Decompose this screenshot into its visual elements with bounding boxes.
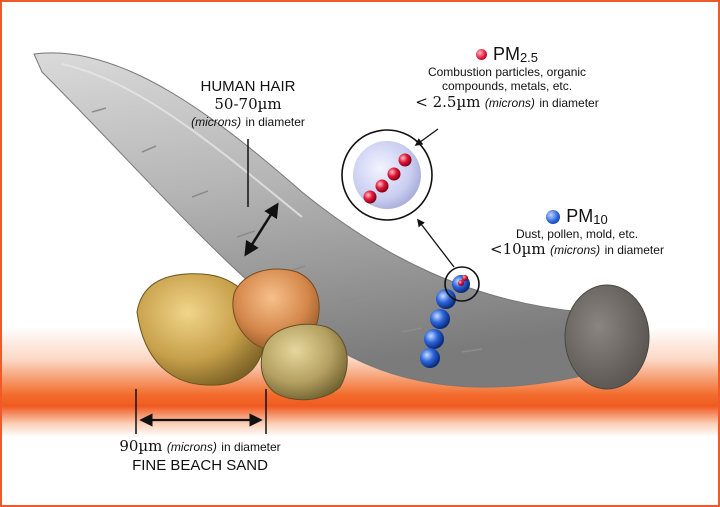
pm25-label: PM2.5 Combustion particles, organic comp… bbox=[392, 44, 622, 113]
pm10-description: Dust, pollen, mold, etc. bbox=[515, 227, 639, 242]
pm10-diameter-text: in diameter bbox=[604, 243, 664, 258]
human-hair-shape bbox=[33, 52, 650, 390]
pm25-zoom-circle bbox=[341, 129, 433, 221]
hair-diameter-text: in diameter bbox=[245, 115, 305, 130]
sand-label: 90µm (microns) in diameter FINE BEACH SA… bbox=[90, 437, 310, 475]
pm25-size: < 2.5µm bbox=[415, 92, 481, 111]
pm25-small-ring bbox=[444, 266, 480, 302]
pm25-title: PM bbox=[492, 44, 520, 64]
hair-diameter-arrow bbox=[244, 202, 279, 257]
pm25-pointer-arrow bbox=[414, 128, 439, 146]
hair-unit-note: (microns) bbox=[191, 115, 242, 130]
pm25-unit-note: (microns) bbox=[484, 95, 535, 110]
sand-title: FINE BEACH SAND bbox=[132, 456, 268, 474]
hair-label: HUMAN HAIR 50-70µm (microns) in diameter bbox=[186, 78, 310, 132]
sand-dimension-lines bbox=[135, 389, 267, 434]
pm10-particle-chain bbox=[420, 275, 470, 368]
pm25-description-line2: compounds, metals, etc. bbox=[441, 79, 573, 94]
sand-unit-note: (microns) bbox=[166, 440, 217, 454]
hair-title: HUMAN HAIR bbox=[200, 78, 296, 95]
pm10-unit-note: (microns) bbox=[550, 243, 601, 258]
sand-size: 90µm bbox=[119, 437, 163, 455]
pm10-title: PM bbox=[566, 206, 594, 226]
pm10-size: <10µm bbox=[490, 240, 546, 259]
sand-grains bbox=[136, 268, 348, 401]
pm10-subscript: 10 bbox=[593, 212, 608, 227]
pm10-label: PM10 Dust, pollen, mold, etc. <10µm (mic… bbox=[472, 206, 682, 260]
zoom-arrow bbox=[417, 218, 455, 268]
sand-diameter-text: in diameter bbox=[221, 440, 281, 454]
pm25-description-line1: Combustion particles, organic bbox=[427, 65, 587, 80]
hair-size: 50-70µm bbox=[214, 94, 282, 113]
pm25-dot-icon bbox=[475, 49, 487, 61]
pm25-diameter-text: in diameter bbox=[539, 95, 599, 110]
pm25-subscript: 2.5 bbox=[519, 50, 539, 65]
pm10-dot-icon bbox=[546, 209, 561, 224]
